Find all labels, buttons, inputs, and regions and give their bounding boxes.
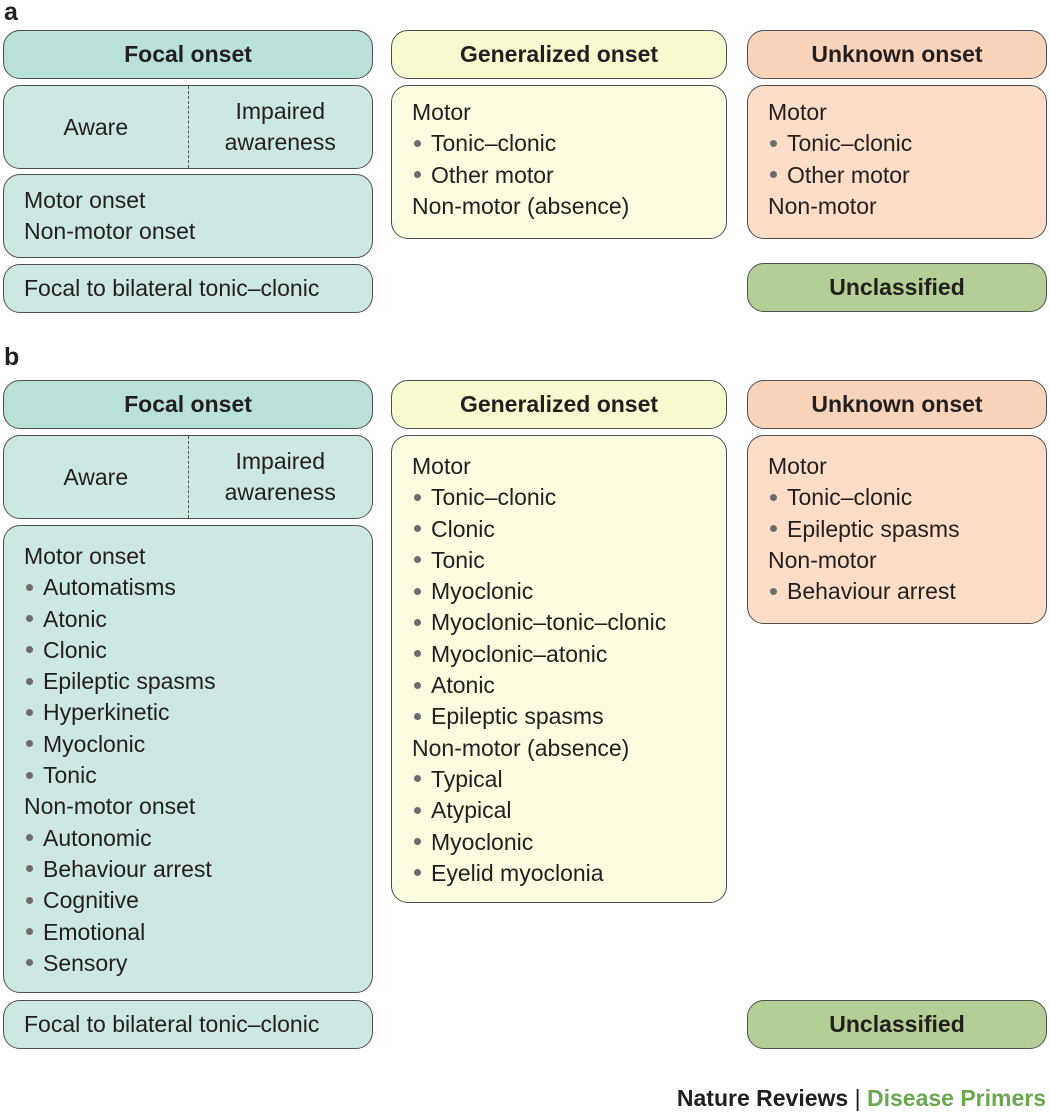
b-focal-item: Tonic: [24, 760, 372, 791]
b-focal-item: Epileptic spasms: [24, 666, 372, 697]
b-focal-item: Emotional: [24, 917, 372, 948]
b-focal-item: Behaviour arrest: [24, 854, 372, 885]
b-generalized-item: Epileptic spasms: [412, 701, 726, 732]
b-unknown-onset-header: Unknown onset: [747, 380, 1047, 429]
b-focal-item: Non-motor onset: [24, 793, 196, 820]
b-generalized-item: Tonic–clonic: [412, 482, 726, 513]
panel-b-label: b: [4, 343, 20, 371]
a-generalized-item: Other motor: [412, 160, 726, 191]
b-aware-label: Aware: [4, 436, 189, 518]
a-unclassified-box: Unclassified: [747, 263, 1047, 312]
a-generalized-item: Tonic–clonic: [412, 128, 726, 159]
a-aware-label: Aware: [4, 86, 189, 168]
b-focal-item: Cognitive: [24, 885, 372, 916]
a-impaired-awareness-label: Impaired awareness: [189, 86, 373, 168]
b-unknown-item: Behaviour arrest: [768, 576, 1046, 607]
b-unknown-item: Tonic–clonic: [768, 482, 1046, 513]
b-unknown-item: Non-motor: [768, 546, 877, 573]
b-generalized-item: Typical: [412, 764, 726, 795]
a-awareness-box: Aware Impaired awareness: [3, 85, 373, 169]
a-impaired-line1: Impaired: [235, 98, 325, 124]
a-unknown-item: Tonic–clonic: [768, 128, 1046, 159]
b-focal-to-bilateral: Focal to bilateral tonic–clonic: [3, 1000, 373, 1049]
b-generalized-item: Atypical: [412, 795, 726, 826]
b-focal-item: Hyperkinetic: [24, 697, 372, 728]
b-unclassified-box: Unclassified: [747, 1000, 1047, 1049]
journal-name: Nature Reviews: [676, 1085, 849, 1111]
b-generalized-item: Atonic: [412, 670, 726, 701]
b-generalized-item: Myoclonic–tonic–clonic: [412, 607, 726, 638]
b-focal-item: Atonic: [24, 604, 372, 635]
journal-credit: Nature Reviews | Disease Primers: [677, 1085, 1046, 1112]
b-generalized-item: Tonic: [412, 545, 726, 576]
b-impaired-line1: Impaired: [235, 448, 325, 474]
a-impaired-line2: awareness: [224, 129, 336, 155]
b-generalized-item: Myoclonic–atonic: [412, 639, 726, 670]
b-unknown-item: Motor: [768, 453, 827, 479]
b-focal-item: Sensory: [24, 948, 372, 979]
b-focal-onset-header: Focal onset: [3, 380, 373, 429]
a-focal-onset-types: Motor onset Non-motor onset: [3, 174, 373, 258]
a-motor-onset: Motor onset: [24, 187, 146, 213]
b-generalized-onset-header: Generalized onset: [391, 380, 727, 429]
b-generalized-item: Motor: [412, 453, 471, 479]
a-focal-onset-header: Focal onset: [3, 30, 373, 79]
series-name: Disease Primers: [866, 1085, 1046, 1111]
a-unknown-onset-header: Unknown onset: [747, 30, 1047, 79]
a-unknown-item: Non-motor: [768, 192, 877, 219]
b-generalized-item: Non-motor (absence): [412, 734, 630, 761]
b-generalized-item: Myoclonic: [412, 827, 726, 858]
a-unknown-item: Other motor: [768, 160, 1046, 191]
b-focal-item: Clonic: [24, 635, 372, 666]
b-generalized-item: Clonic: [412, 514, 726, 545]
b-impaired-awareness-label: Impaired awareness: [189, 436, 373, 518]
a-generalized-item: Motor: [412, 99, 471, 125]
b-focal-item: Autonomic: [24, 823, 372, 854]
b-awareness-box: Aware Impaired awareness: [3, 435, 373, 519]
b-impaired-line2: awareness: [224, 479, 336, 505]
a-non-motor-onset: Non-motor onset: [24, 218, 196, 245]
b-focal-item: Myoclonic: [24, 729, 372, 760]
credit-separator: |: [854, 1085, 861, 1111]
a-generalized-item: Non-motor (absence): [412, 192, 630, 219]
panel-a-label: a: [4, 0, 18, 26]
a-focal-to-bilateral: Focal to bilateral tonic–clonic: [3, 264, 373, 313]
b-generalized-item: Eyelid myoclonia: [412, 858, 726, 889]
b-focal-item: Motor onset: [24, 543, 146, 569]
b-generalized-item: Myoclonic: [412, 576, 726, 607]
b-unknown-item: Epileptic spasms: [768, 514, 1046, 545]
a-generalized-onset-header: Generalized onset: [391, 30, 727, 79]
a-unknown-item: Motor: [768, 99, 827, 125]
b-focal-item: Automatisms: [24, 572, 372, 603]
